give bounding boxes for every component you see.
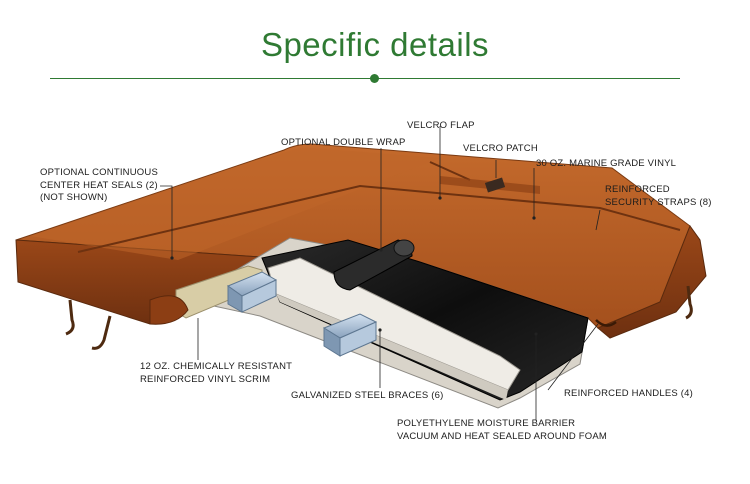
- callout-dots: [170, 196, 538, 336]
- label-heat-seals: OPTIONAL CONTINUOUS CENTER HEAT SEALS (2…: [40, 167, 158, 203]
- steel-brace-2: [322, 313, 378, 357]
- callout-leaders: [160, 126, 601, 420]
- label-optional-double-wrap: OPTIONAL DOUBLE WRAP: [281, 137, 406, 148]
- title-divider: [50, 78, 680, 79]
- velcro-patch: [484, 177, 506, 193]
- label-handles: REINFORCED HANDLES (4): [564, 388, 693, 399]
- label-vinyl-scrim: 12 OZ. CHEMICALLY RESISTANT REINFORCED V…: [140, 361, 293, 385]
- foam-core-edge: [276, 294, 508, 400]
- cover-side-right: [597, 224, 707, 339]
- label-moisture-barrier: POLYETHYLENE MOISTURE BARRIER VACUUM AND…: [397, 418, 608, 442]
- label-velcro-patch: VELCRO PATCH: [463, 143, 538, 154]
- label-velcro-flap: VELCRO FLAP: [407, 120, 475, 131]
- label-marine-vinyl: 30 OZ. MARINE GRADE VINYL: [536, 158, 677, 169]
- label-security-straps: REINFORCED SECURITY STRAPS (8): [605, 184, 712, 208]
- security-strap-1: [65, 299, 75, 336]
- security-strap-2: [91, 315, 112, 350]
- label-steel-braces: GALVANIZED STEEL BRACES (6): [291, 390, 444, 401]
- security-strap-3: [685, 285, 693, 320]
- title-divider-dot: [370, 74, 379, 83]
- cover-panel-left: [30, 147, 440, 260]
- page-title: Specific details: [260, 26, 490, 63]
- steel-brace-1: [226, 271, 278, 313]
- hinge-seam: [77, 184, 681, 253]
- reinforced-handle: [595, 319, 617, 327]
